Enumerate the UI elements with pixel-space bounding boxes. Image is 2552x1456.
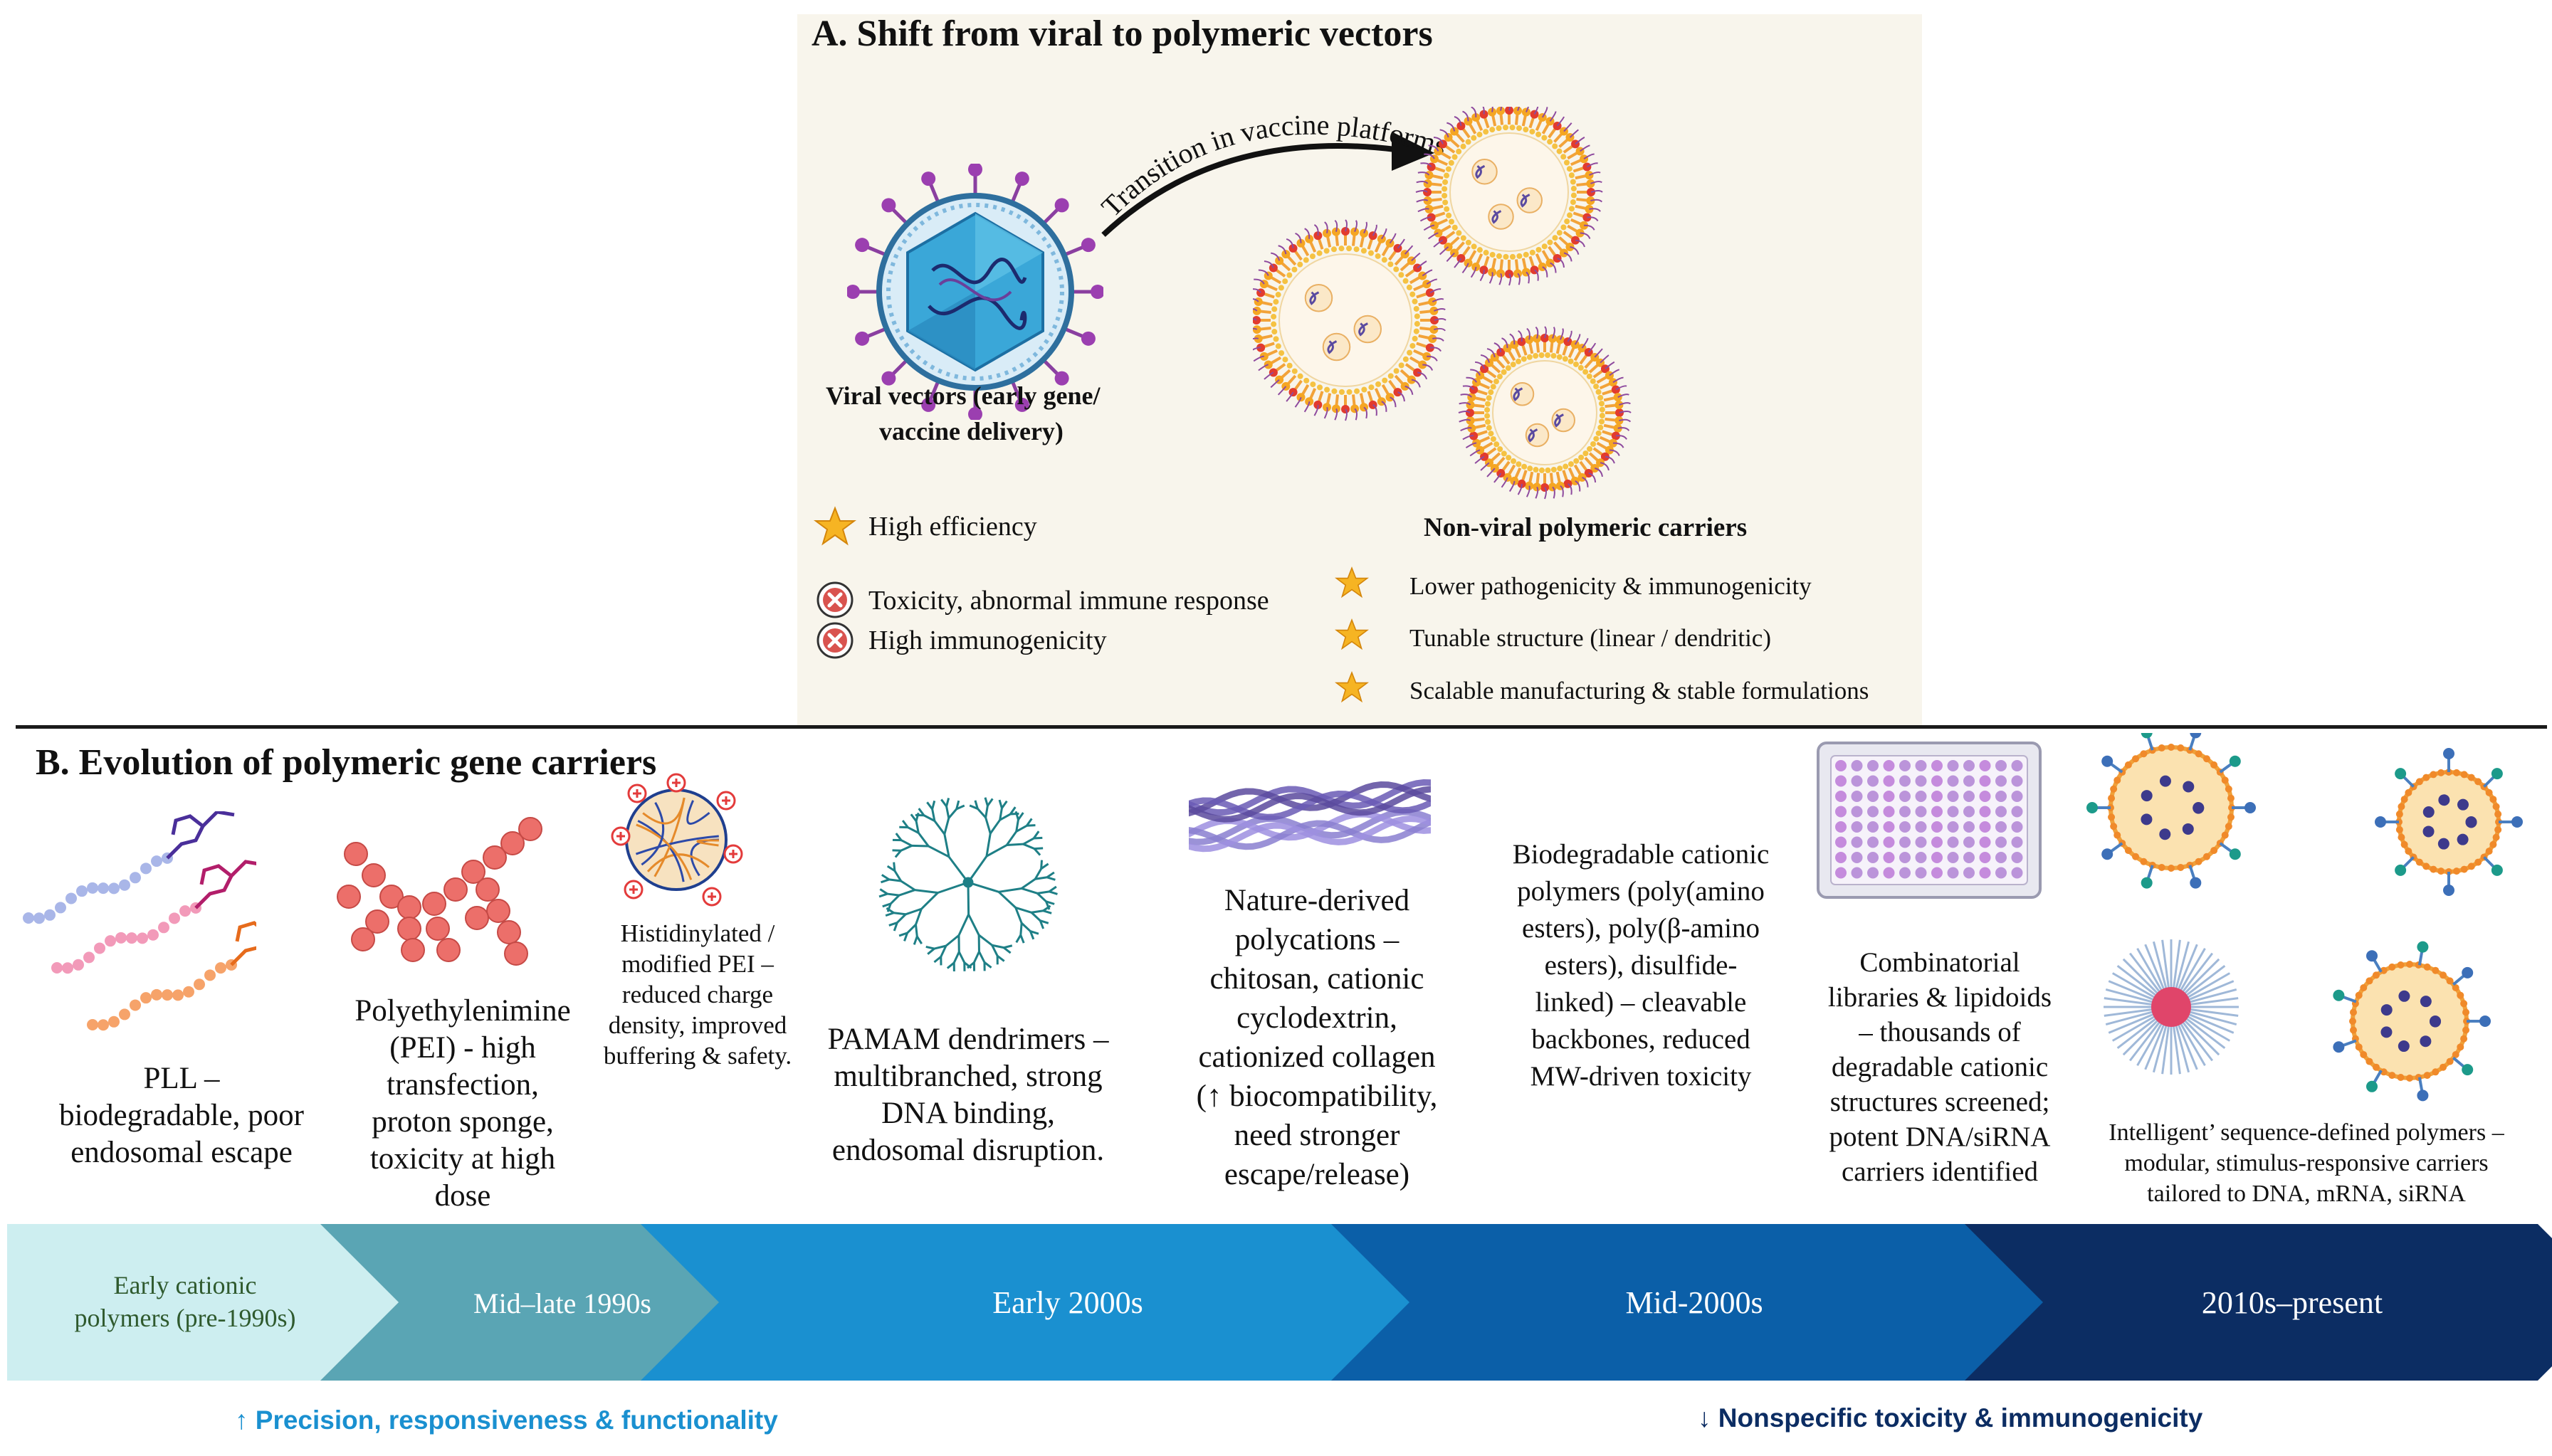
viral-con-0: Toxicity, abnormal immune response xyxy=(868,586,1269,616)
viral-vector-illustration xyxy=(847,164,1103,420)
caption-pei: Polyethylenimine (PEI) - high transfecti… xyxy=(355,994,571,1213)
polymeric-pro-0: Lower pathogenicity & immunogenicity xyxy=(1409,572,1812,600)
timeline-label: polymers (pre-1990s) xyxy=(75,1304,296,1332)
caption-intelligent: Intelligent’ sequence-defined polymers –… xyxy=(2109,1119,2504,1207)
viral-label-line1: Viral vectors (early gene/ xyxy=(826,381,1101,410)
polymeric-pro-1: Tunable structure (linear / dendritic) xyxy=(1409,624,1771,652)
caption-pamam: PAMAM dendrimers – multibranched, strong… xyxy=(827,1023,1109,1167)
caption-pll: PLL – biodegradable, poor endosomal esca… xyxy=(59,1062,304,1169)
note-toxicity: ↓ Nonspecific toxicity & immunogenicity xyxy=(1698,1403,2203,1433)
viral-label-line2: vaccine delivery) xyxy=(879,417,1064,445)
viral-pro-0: High efficiency xyxy=(868,512,1037,542)
timeline-label: Mid–late 1990s xyxy=(473,1287,651,1319)
caption-natural: Nature-derived polycations – chitosan, c… xyxy=(1196,884,1438,1191)
note-precision: ↑ Precision, responsiveness & functional… xyxy=(235,1405,778,1435)
timeline-label: Early cationic xyxy=(114,1271,257,1299)
section-divider xyxy=(16,725,2547,729)
timeline-arrow: Early cationic polymers (pre-1990s) Mid–la… xyxy=(7,1224,2552,1381)
x-circle-icon xyxy=(816,622,854,659)
timeline-segment xyxy=(1331,1224,2143,1381)
pamam-dendrimer-illustration xyxy=(878,797,1058,972)
star-icon xyxy=(1335,670,1369,703)
star-icon xyxy=(1335,566,1369,598)
caption-modified-pei: Histidinylated / modified PEI – reduced … xyxy=(603,919,792,1070)
transition-arrow: Transition in vaccine platforms xyxy=(1095,109,1451,237)
star-icon xyxy=(1335,618,1369,650)
timeline-segment xyxy=(1965,1224,2552,1381)
polymeric-label: Non-viral polymeric carriers xyxy=(1424,513,1748,542)
caption-combinatorial: Combinatorial libraries & lipidoids – th… xyxy=(1827,947,2052,1187)
panel-a-title: A. Shift from viral to polymeric vectors xyxy=(812,14,1433,54)
x-circle-icon xyxy=(816,581,854,618)
collagen-fibers-illustration xyxy=(1189,779,1431,853)
caption-biodegradable: Biodegradable cationic polymers (poly(am… xyxy=(1512,839,1770,1092)
polymeric-carriers-illustration xyxy=(1253,107,1632,500)
modified-pei-illustration xyxy=(611,773,743,907)
polymeric-pro-2: Scalable manufacturing & stable formulat… xyxy=(1409,677,1869,705)
panel-b-title: B. Evolution of polymeric gene carriers xyxy=(36,742,657,783)
timeline-segment xyxy=(641,1224,1509,1381)
timeline-label: Early 2000s xyxy=(992,1285,1143,1320)
well-plate-illustration xyxy=(1817,742,2042,899)
pll-chains-illustration xyxy=(23,811,256,1031)
timeline-label: 2010s–present xyxy=(2202,1285,2383,1320)
viral-con-1: High immunogenicity xyxy=(868,626,1107,655)
star-icon xyxy=(814,506,856,546)
intelligent-polymers-illustration xyxy=(2086,733,2523,1102)
timeline-segment xyxy=(7,1224,399,1381)
pei-branched-illustration xyxy=(337,817,542,966)
timeline-label: Mid-2000s xyxy=(1625,1285,1763,1320)
